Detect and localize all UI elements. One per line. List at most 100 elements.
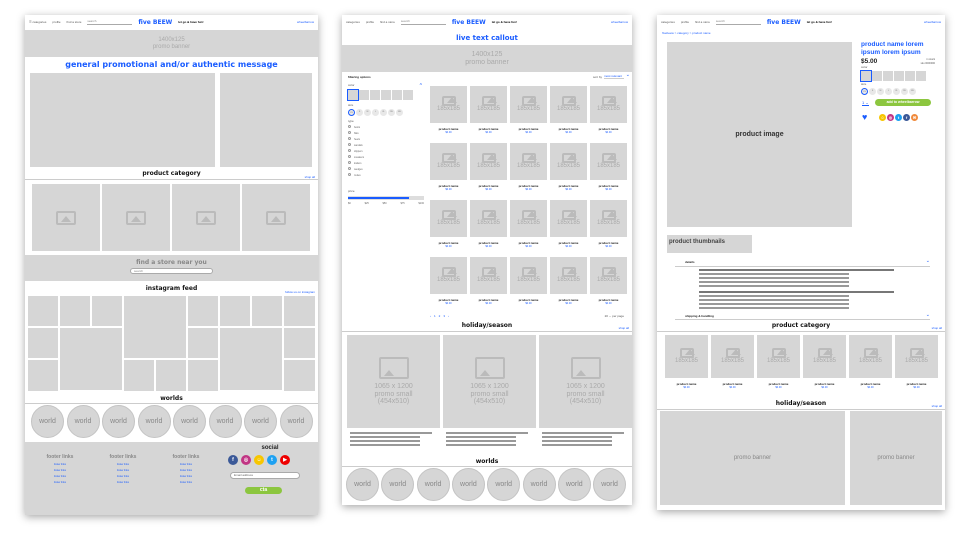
footer-link[interactable]: footer links xyxy=(116,481,130,484)
product-name[interactable]: product name xyxy=(814,382,835,386)
instagram-post[interactable] xyxy=(92,296,122,326)
twitter-icon[interactable]: t xyxy=(895,114,902,121)
color-swatch[interactable] xyxy=(392,90,402,100)
size-option[interactable]: S xyxy=(869,88,876,95)
product-image[interactable]: 185x185 xyxy=(470,86,507,123)
type-option[interactable]: wedges xyxy=(348,167,424,171)
instagram-icon[interactable]: ◎ xyxy=(241,455,251,465)
size-option[interactable]: 2XL xyxy=(901,88,908,95)
size-option[interactable]: M xyxy=(877,88,884,95)
promo-banner[interactable]: promo banner xyxy=(660,411,845,505)
checkbox[interactable] xyxy=(348,167,351,170)
instagram-post[interactable] xyxy=(124,360,154,391)
type-option[interactable]: boots xyxy=(348,125,424,129)
store-link[interactable]: find a store xyxy=(66,20,82,24)
product-name[interactable]: product name xyxy=(438,127,459,131)
world-circle[interactable]: world xyxy=(522,468,556,501)
product-name[interactable]: product name xyxy=(518,241,539,245)
page-number[interactable]: 2 xyxy=(438,314,441,318)
world-circle[interactable]: world xyxy=(451,468,485,501)
footer-link[interactable]: footer links xyxy=(179,463,193,466)
product-name[interactable]: product name xyxy=(598,298,619,302)
shipping-accordion[interactable]: shipping & handling xyxy=(685,314,714,318)
type-option[interactable]: sandals xyxy=(348,143,424,147)
instagram-icon[interactable]: ◎ xyxy=(887,114,894,121)
footer-link[interactable]: footer links xyxy=(53,481,67,484)
world-circle[interactable]: world xyxy=(137,405,171,438)
product-name[interactable]: product name xyxy=(598,184,619,188)
store-link[interactable]: find a store xyxy=(380,20,395,24)
color-swatch[interactable] xyxy=(370,90,380,100)
color-swatch[interactable] xyxy=(860,70,872,82)
checkbox[interactable] xyxy=(348,125,351,128)
prev-page-icon[interactable]: ‹ xyxy=(430,314,431,318)
page-number[interactable]: 1 xyxy=(434,314,436,318)
category-tile[interactable] xyxy=(32,184,100,251)
world-circle[interactable]: world xyxy=(208,405,242,438)
type-option[interactable]: flats xyxy=(348,131,424,135)
product-image[interactable]: 185x185 xyxy=(430,200,467,237)
follow-instagram-link[interactable]: follow us on instagram xyxy=(285,290,315,294)
size-option[interactable]: L xyxy=(885,88,892,95)
product-name[interactable]: product name xyxy=(438,298,459,302)
instagram-post[interactable] xyxy=(284,296,315,326)
product-image[interactable]: 185x185 xyxy=(550,86,587,123)
instagram-post[interactable] xyxy=(284,328,315,358)
categories-link[interactable]: categories xyxy=(661,20,675,24)
search-input[interactable]: search xyxy=(715,19,761,25)
wheelbarrow-link[interactable]: wheelbarrow xyxy=(610,20,628,24)
product-name[interactable]: product name xyxy=(558,127,579,131)
details-accordion[interactable]: details xyxy=(685,260,695,264)
color-swatch[interactable] xyxy=(347,89,359,101)
categories-link[interactable]: categories xyxy=(346,20,360,24)
footer-link[interactable]: footer links xyxy=(179,469,193,472)
product-name[interactable]: product name xyxy=(478,184,499,188)
shop-all-link[interactable]: shop all xyxy=(304,175,315,179)
product-image[interactable]: 185x185 xyxy=(510,257,547,294)
logo[interactable]: five BEEW xyxy=(766,18,801,26)
price-slider[interactable] xyxy=(348,196,424,200)
world-circle[interactable]: world xyxy=(593,468,627,501)
instagram-post[interactable] xyxy=(284,360,315,391)
color-swatch[interactable] xyxy=(872,71,882,81)
category-tile[interactable] xyxy=(172,184,240,251)
color-swatch[interactable] xyxy=(916,71,926,81)
profile-link[interactable]: profile xyxy=(52,20,61,24)
hero-image[interactable] xyxy=(30,73,215,167)
per-page[interactable]: 20 ⌄ per page xyxy=(604,314,624,318)
size-option[interactable]: XS xyxy=(861,88,868,95)
world-circle[interactable]: world xyxy=(173,405,206,438)
product-name[interactable]: product name xyxy=(558,184,579,188)
facebook-icon[interactable]: f xyxy=(903,114,910,121)
thumbnails-label[interactable]: product thumbnails xyxy=(667,235,752,253)
youtube-icon[interactable]: ▶ xyxy=(280,455,290,465)
instagram-post[interactable] xyxy=(188,296,218,326)
world-circle[interactable]: world xyxy=(416,468,450,501)
world-circle[interactable]: world xyxy=(487,468,521,501)
chevron-down-icon[interactable]: ⌄ xyxy=(925,312,930,318)
product-image[interactable]: 185x185 xyxy=(510,86,547,123)
product-image[interactable]: 185x185 xyxy=(470,143,507,180)
facebook-icon[interactable]: f xyxy=(228,455,238,465)
product-image[interactable]: 185x185 xyxy=(803,335,846,378)
type-option[interactable]: mules xyxy=(348,173,424,177)
product-name[interactable]: product name xyxy=(598,241,619,245)
product-name[interactable]: product name xyxy=(438,241,459,245)
size-option[interactable]: 3XL xyxy=(909,88,916,95)
email-share-icon[interactable]: ✉ xyxy=(911,114,918,121)
checkbox[interactable] xyxy=(348,155,351,158)
product-image[interactable]: 185x185 xyxy=(711,335,754,378)
